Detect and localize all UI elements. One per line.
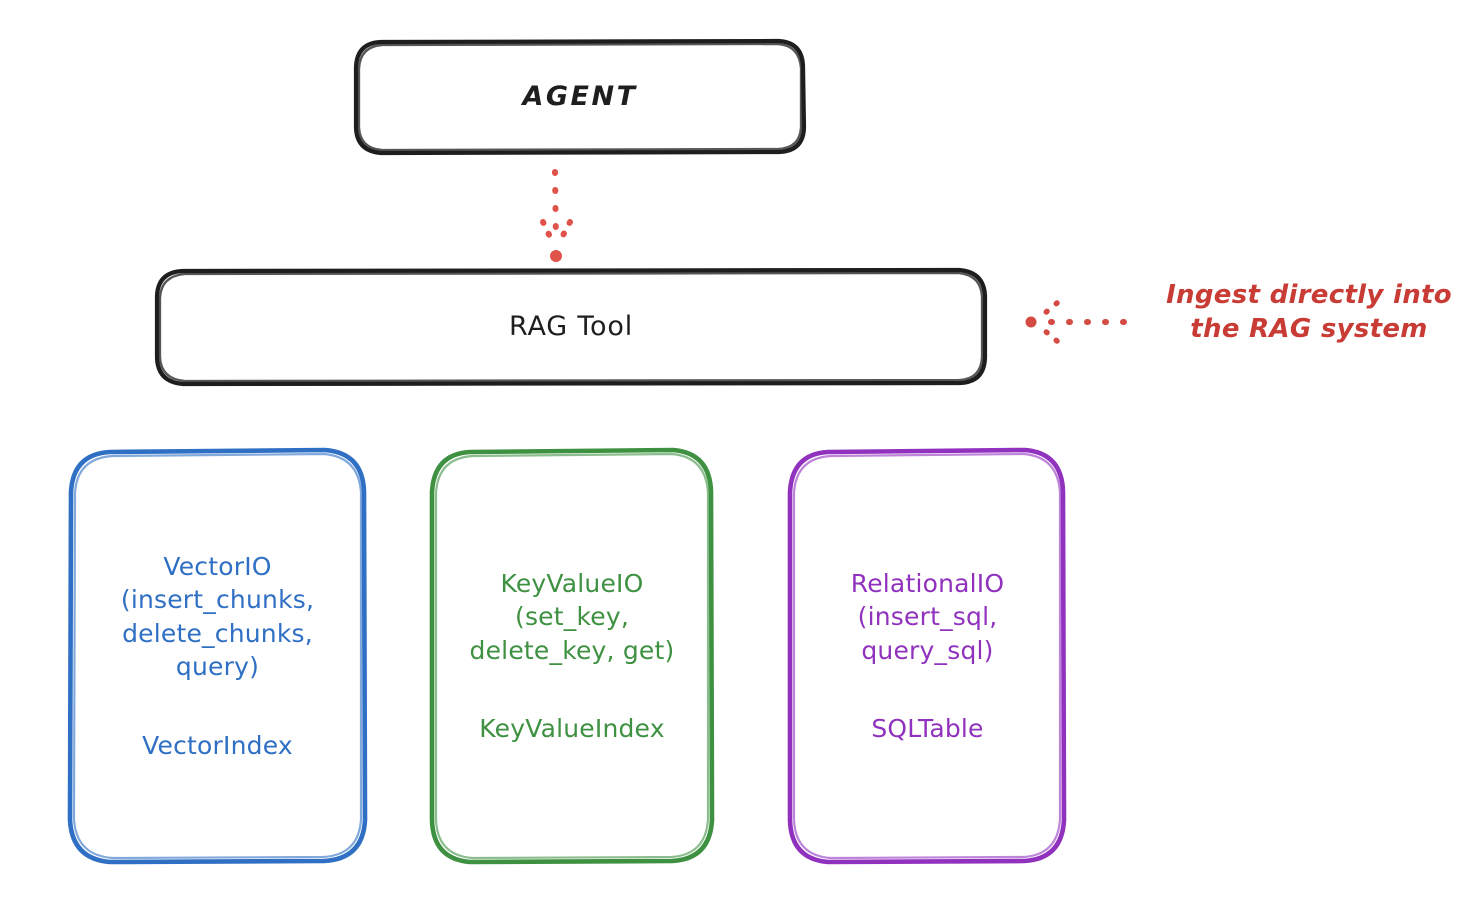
rag-tool-box-outline [154,267,988,387]
vector-io-title: VectorIO (insert_chunks, delete_chunks, … [120,551,315,682]
ingest-annotation-text: Ingest directly into the RAG system [1166,280,1452,345]
connector-agent-to-rag-tool [540,169,573,262]
relational-io-title: RelationalIO (insert_sql, query_sql) [850,568,1005,665]
vector-index-label: VectorIndex [142,730,293,760]
vector-io-box-outline [67,447,368,865]
rag-tool-node[interactable]: RAG Tool [157,270,985,384]
agent-label: AGENT [522,81,638,113]
key-value-io-node[interactable]: KeyValueIO (set_key, delete_key, get) Ke… [432,450,712,862]
agent-box-outline [353,38,807,156]
agent-node[interactable]: AGENT [356,41,804,153]
connector-annotation-to-rag-tool [1025,300,1127,344]
key-value-index-label: KeyValueIndex [479,714,665,743]
rag-tool-label: RAG Tool [508,311,633,343]
key-value-io-title: KeyValueIO (set_key, delete_key, get) [469,568,675,665]
sql-table-label: SQLTable [871,714,984,743]
relational-io-box-outline [787,447,1067,865]
vector-io-node[interactable]: VectorIO (insert_chunks, delete_chunks, … [70,450,365,862]
relational-io-node[interactable]: RelationalIO (insert_sql, query_sql) SQL… [790,450,1065,862]
key-value-io-box-outline [429,447,715,865]
